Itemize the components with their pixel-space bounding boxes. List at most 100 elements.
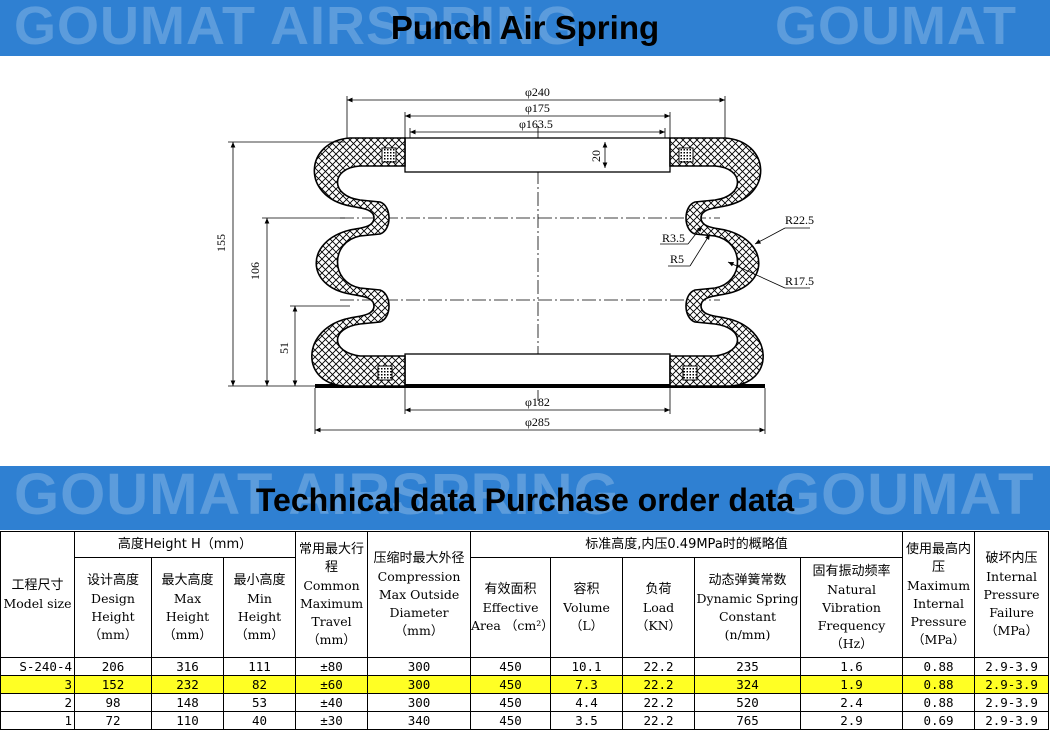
cell-freq: 1.9 (800, 675, 904, 694)
dim-r225-label: R22.5 (785, 213, 814, 227)
cell-design: 98 (74, 693, 152, 712)
cell-travel: ±40 (295, 693, 369, 712)
cell-area: 450 (470, 657, 552, 676)
cell-fail: 2.9-3.9 (974, 675, 1050, 694)
col-height-group: 高度Height H（mm） (73, 531, 297, 558)
cell-max: 232 (151, 675, 224, 694)
cell-maxp: 0.69 (902, 711, 976, 730)
dim-182-label: φ182 (525, 395, 550, 409)
cell-max: 110 (151, 711, 224, 730)
dim-20-label: 20 (589, 150, 603, 162)
cell-design: 206 (74, 657, 152, 676)
technical-drawing: φ240 φ175 φ163.5 20 155 106 51 φ182 φ285… (214, 85, 814, 434)
cell-area: 450 (470, 675, 552, 694)
cell-maxp: 0.88 (902, 675, 976, 694)
right-bellows (669, 137, 764, 387)
cell-load: 22.2 (622, 711, 696, 730)
cell-design: 152 (74, 675, 152, 694)
left-bellows (311, 137, 406, 387)
cell-load: 22.2 (622, 657, 696, 676)
cell-freq: 2.4 (800, 693, 904, 712)
cell-model: 2 (0, 693, 75, 712)
cell-volume: 3.5 (550, 711, 624, 730)
cell-model: S-240-4 (0, 657, 75, 676)
watermark-right: GOUMAT (775, 466, 1035, 527)
cell-spring: 520 (694, 693, 802, 712)
dim-240-label: φ240 (525, 85, 550, 99)
cell-min: 111 (222, 657, 297, 676)
dim-r175-label: R17.5 (785, 274, 814, 288)
cell-freq: 2.9 (800, 711, 904, 730)
cell-max: 148 (151, 693, 224, 712)
cell-freq: 1.6 (800, 657, 904, 676)
cell-spring: 235 (694, 657, 802, 676)
cell-load: 22.2 (622, 675, 696, 694)
cell-area: 450 (470, 693, 552, 712)
cell-maxp: 0.88 (902, 657, 976, 676)
dim-106-label: 106 (248, 262, 262, 280)
cell-min: 40 (222, 711, 297, 730)
cell-area: 450 (470, 711, 552, 730)
dim-51-label: 51 (277, 342, 291, 354)
cell-min: 82 (222, 675, 297, 694)
table-row: S-240-4 206 316 111 ±80 300 450 10.1 22.… (0, 657, 1050, 676)
dim-r5-label: R5 (670, 252, 684, 266)
cell-model: 1 (0, 711, 75, 730)
cell-load: 22.2 (622, 693, 696, 712)
cell-fail: 2.9-3.9 (974, 711, 1050, 730)
cell-maxp: 0.88 (902, 693, 976, 712)
cell-design: 72 (74, 711, 152, 730)
page-title: Punch Air Spring (390, 9, 660, 46)
cell-outside: 300 (367, 675, 472, 694)
cell-spring: 324 (694, 675, 802, 694)
cell-volume: 7.3 (550, 675, 624, 694)
cell-spring: 765 (694, 711, 802, 730)
dim-175-label: φ175 (525, 101, 550, 115)
col-standard-group: 标准高度,内压0.49MPa时的概略值 (470, 531, 904, 558)
watermark-right: GOUMAT (775, 0, 1017, 56)
dim-285-label: φ285 (525, 415, 550, 429)
cell-outside: 300 (367, 693, 472, 712)
cell-max: 316 (151, 657, 224, 676)
table-row-highlighted: 3 152 232 82 ±60 300 450 7.3 22.2 324 1.… (0, 675, 1050, 694)
cell-volume: 10.1 (550, 657, 624, 676)
dim-163-label: φ163.5 (519, 117, 553, 131)
cell-fail: 2.9-3.9 (974, 657, 1050, 676)
table-row: 2 98 148 53 ±40 300 450 4.4 22.2 520 2.4… (0, 693, 1050, 712)
cell-outside: 300 (367, 657, 472, 676)
watermark-left: GOUMAT AIRSPRING (14, 466, 620, 527)
section-banner: GOUMAT AIRSPRING GOUMAT Technical data P… (0, 466, 1050, 530)
dim-r35-label: R3.5 (662, 231, 685, 245)
section-title: Technical data Purchase order data (255, 482, 795, 518)
dimension-lines (228, 96, 810, 434)
cell-travel: ±30 (295, 711, 369, 730)
cell-model: 3 (0, 675, 75, 694)
watermark-left: GOUMAT AIRSPRING (14, 0, 579, 56)
cell-travel: ±80 (295, 657, 369, 676)
cell-volume: 4.4 (550, 693, 624, 712)
cell-fail: 2.9-3.9 (974, 693, 1050, 712)
top-banner: GOUMAT AIRSPRING GOUMAT Punch Air Spring (0, 0, 1050, 56)
cell-min: 53 (222, 693, 297, 712)
dim-155-label: 155 (214, 234, 228, 252)
top-plate (345, 137, 725, 173)
cell-outside: 340 (367, 711, 472, 730)
cell-travel: ±60 (295, 675, 369, 694)
table-row: 1 72 110 40 ±30 340 450 3.5 22.2 765 2.9… (0, 711, 1050, 730)
